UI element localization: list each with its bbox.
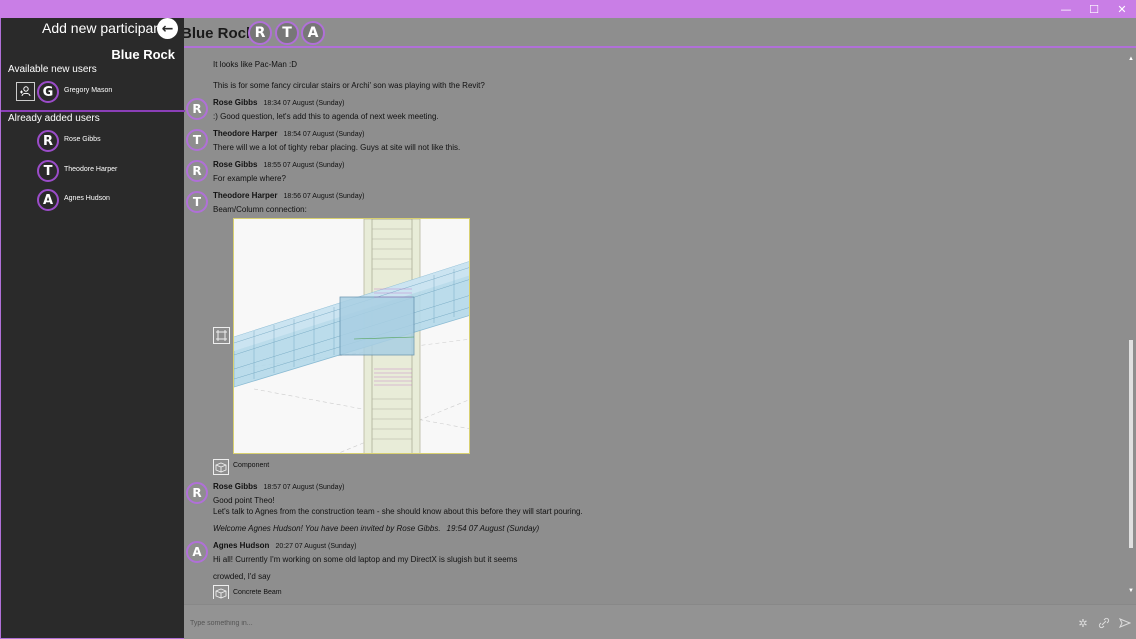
message-time: 18:57 07 August (Sunday) [263,484,345,491]
attach-glyph [1098,617,1110,629]
sender-name: Rose Gibbs [213,160,258,169]
avatar: A [186,541,208,563]
message-text: :) Good question, let's add this to agen… [213,112,439,121]
scroll-up-icon[interactable]: ▲ [1128,56,1134,62]
attachment-label[interactable]: Component [233,462,270,469]
component-glyph [215,588,227,599]
avatar: R [186,98,208,120]
back-arrow-icon[interactable]: ← [157,18,178,39]
message-text: Good point Theo! [213,496,275,505]
message-text: There will we a lot of tighty rebar plac… [213,143,461,152]
window-titlebar: — ☐ ✕ [0,0,1136,18]
sender-name: Agnes Hudson [213,541,270,550]
system-message: Welcome Agnes Hudson! You have been invi… [213,524,539,533]
message-scrollbar[interactable]: ▲ ▼ [1126,50,1136,599]
close-button[interactable]: ✕ [1117,2,1127,16]
message-input[interactable] [190,617,1070,629]
message-header: Agnes Hudson 20:27 07 August (Sunday) [213,541,356,550]
team-name: Blue Rock [111,47,175,62]
avatar: R [186,160,208,182]
participant-avatar-t[interactable]: T [275,21,299,45]
fit-view-glyph [216,330,227,341]
window-controls: — ☐ ✕ [1052,0,1136,18]
added-user-row[interactable]: A Agnes Hudson [1,188,185,214]
add-user-glyph [20,86,31,97]
avatar: T [186,191,208,213]
message-text: This is for some fancy circular stairs o… [213,81,485,90]
panel-title: Add new participant [42,20,165,36]
message-time: 18:55 07 August (Sunday) [263,162,345,169]
system-message-time: 19:54 07 August (Sunday) [446,524,540,533]
tools-icon[interactable]: ✲ [1078,616,1088,630]
avatar: R [186,482,208,504]
added-users-heading: Already added users [8,113,100,124]
model-preview-image[interactable] [233,218,470,454]
added-user-row[interactable]: R Rose Gibbs [1,129,185,155]
section-divider [1,110,185,112]
message-text: It looks like Pac-Man :D [213,60,298,69]
message-header: Theodore Harper 18:56 07 August (Sunday) [213,191,364,200]
beam-column-render [234,219,469,453]
user-name: Gregory Mason [64,87,113,94]
attachment-label[interactable]: Concrete Beam [233,589,282,596]
avatar: G [37,81,59,103]
add-user-icon[interactable] [16,82,35,101]
fit-view-icon[interactable] [213,327,230,344]
message-text: Let's talk to Agnes from the constructio… [213,507,583,516]
send-glyph [1119,618,1131,628]
participant-avatar-r[interactable]: R [248,21,272,45]
user-name: Agnes Hudson [64,195,110,202]
scroll-down-icon[interactable]: ▼ [1128,588,1134,594]
avatar: T [37,160,59,182]
message-time: 18:34 07 August (Sunday) [263,100,345,107]
message-header: Rose Gibbs 18:34 07 August (Sunday) [213,98,344,107]
user-name: Rose Gibbs [64,136,101,143]
chat-header: Blue Rock R T A [181,18,1136,48]
avatar: T [186,129,208,151]
compose-bar: ✲ [184,604,1136,639]
message-header: Rose Gibbs 18:55 07 August (Sunday) [213,160,344,169]
sender-name: Theodore Harper [213,129,278,138]
added-user-row[interactable]: T Theodore Harper [1,159,185,185]
scroll-thumb[interactable] [1129,340,1133,548]
participant-avatar-a[interactable]: A [301,21,325,45]
system-message-text: Welcome Agnes Hudson! You have been invi… [213,524,441,533]
available-user-row[interactable]: G Gregory Mason [1,80,185,106]
sender-name: Rose Gibbs [213,98,258,107]
message-header: Theodore Harper 18:54 07 August (Sunday) [213,129,364,138]
message-list[interactable]: It looks like Pac-Man :D This is for som… [184,50,1126,599]
channel-title: Blue Rock [181,25,255,42]
add-participant-panel: Add new participant ← Blue Rock Availabl… [0,18,185,639]
attach-icon[interactable] [1097,616,1111,630]
avatar: R [37,130,59,152]
message-text: Hi all! Currently I'm working on some ol… [213,555,518,564]
available-users-heading: Available new users [8,64,97,75]
send-icon[interactable] [1118,616,1132,630]
message-time: 18:56 07 August (Sunday) [283,193,365,200]
message-time: 18:54 07 August (Sunday) [283,131,365,138]
avatar: A [37,189,59,211]
minimize-button[interactable]: — [1060,2,1072,16]
message-text: crowded, I'd say [213,572,271,581]
sender-name: Rose Gibbs [213,482,258,491]
maximize-button[interactable]: ☐ [1089,2,1099,16]
message-text: Beam/Column connection: [213,205,307,214]
message-text: For example where? [213,174,286,183]
message-time: 20:27 07 August (Sunday) [275,543,357,550]
user-name: Theodore Harper [64,166,118,173]
message-header: Rose Gibbs 18:57 07 August (Sunday) [213,482,344,491]
sender-name: Theodore Harper [213,191,278,200]
component-icon[interactable] [213,585,229,599]
component-glyph [215,462,227,473]
component-icon[interactable] [213,459,229,475]
